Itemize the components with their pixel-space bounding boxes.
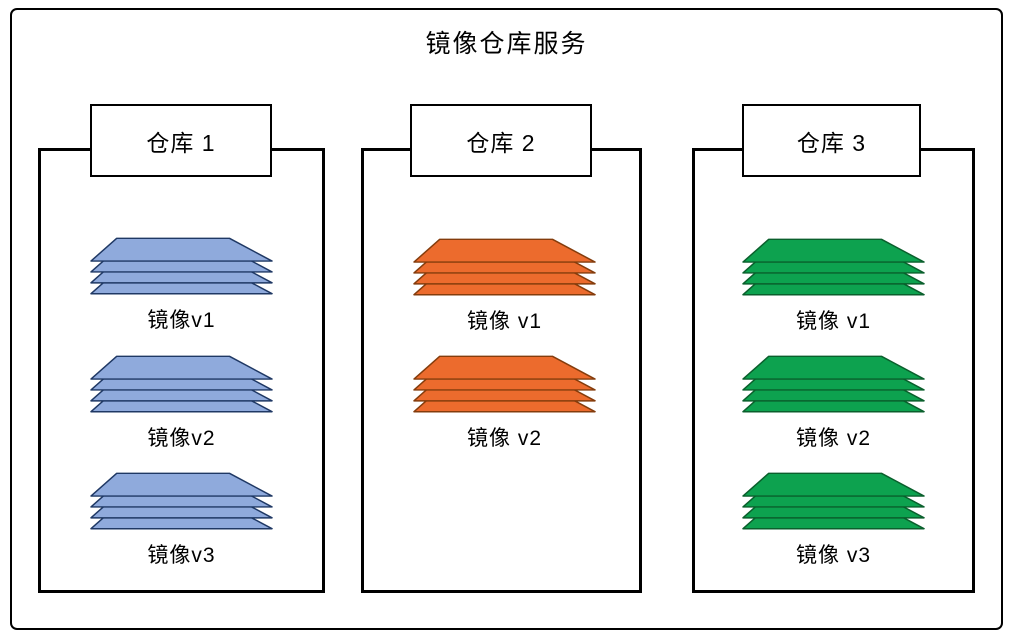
repo3-header: 仓库 3 bbox=[742, 104, 921, 177]
layer-stack-icon bbox=[90, 237, 273, 295]
layer-stack-icon bbox=[742, 238, 925, 296]
layer-stack-icon bbox=[413, 355, 596, 413]
repo3-image-v3: 镜像 v3 bbox=[741, 472, 926, 569]
repo1-image-v3-label: 镜像v3 bbox=[147, 544, 216, 567]
repo3-image-v2-label: 镜像 v2 bbox=[795, 427, 871, 450]
repo2-container bbox=[361, 148, 642, 593]
layer-stack-icon bbox=[90, 472, 273, 530]
diagram-title: 镜像仓库服务 bbox=[425, 30, 588, 58]
repo2-image-v1-label: 镜像 v1 bbox=[466, 310, 542, 333]
repo1-name: 仓库 1 bbox=[146, 129, 216, 156]
repo3-image-v2: 镜像 v2 bbox=[741, 355, 926, 452]
layer-stack-icon bbox=[90, 355, 273, 413]
layer-stack-icon bbox=[413, 238, 596, 296]
repo1-image-v1: 镜像v1 bbox=[89, 237, 274, 334]
repo1-image-v2-label: 镜像v2 bbox=[147, 427, 216, 450]
repo2-header: 仓库 2 bbox=[410, 104, 592, 177]
repo1-image-v2: 镜像v2 bbox=[89, 355, 274, 452]
layer-stack-icon bbox=[742, 355, 925, 413]
repo2-image-v2-label: 镜像 v2 bbox=[466, 427, 542, 450]
repo3-name: 仓库 3 bbox=[796, 129, 867, 156]
repo3-image-v1-label: 镜像 v1 bbox=[795, 310, 871, 333]
repo2-image-v2: 镜像 v2 bbox=[412, 355, 597, 452]
repo1-image-v1-label: 镜像v1 bbox=[147, 309, 216, 332]
repo1-header: 仓库 1 bbox=[90, 104, 272, 177]
repo2-image-v1: 镜像 v1 bbox=[412, 238, 597, 335]
repo1-image-v3: 镜像v3 bbox=[89, 472, 274, 569]
repo3-image-v3-label: 镜像 v3 bbox=[795, 544, 871, 567]
repo3-image-v1: 镜像 v1 bbox=[741, 238, 926, 335]
repo2-name: 仓库 2 bbox=[466, 129, 536, 156]
layer-stack-icon bbox=[742, 472, 925, 530]
